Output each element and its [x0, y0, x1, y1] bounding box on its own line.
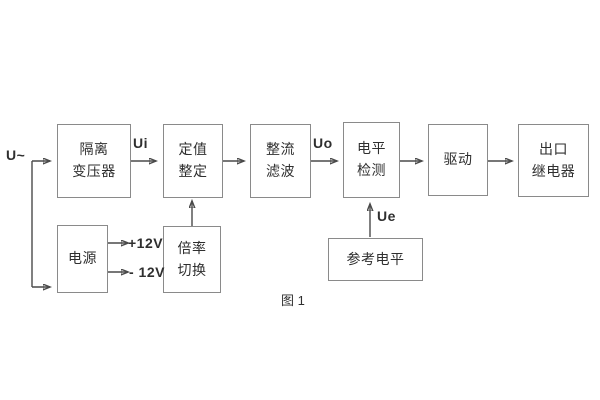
block-output-relay-line2: 继电器 [531, 162, 576, 179]
block-reference-level[interactable]: 参考电平 [328, 238, 423, 281]
block-isolation-transformer-line2: 变压器 [72, 163, 116, 179]
block-multiplier-switch[interactable]: 倍率 切换 [163, 226, 221, 293]
block-isolation-transformer[interactable]: 隔离 变压器 [57, 124, 131, 198]
label-rail-positive: +12V [128, 235, 164, 251]
block-driver[interactable]: 驱动 [428, 124, 488, 196]
block-level-detection-line1: 电平 [357, 140, 386, 157]
block-rectifier-filter-line1: 整流 [266, 141, 295, 158]
block-isolation-transformer-line1: 隔离 [79, 141, 109, 158]
block-reference-level-line1: 参考电平 [346, 250, 405, 267]
block-power-supply[interactable]: 电源 [57, 225, 108, 293]
figure-caption: 图 1 [281, 293, 305, 308]
label-ue: Ue [377, 208, 396, 224]
label-rail-negative: - 12V [129, 264, 165, 280]
label-uo: Uo [313, 135, 333, 151]
label-input-voltage: U~ [6, 147, 26, 163]
block-setting-value-line1: 定值 [178, 141, 208, 158]
block-multiplier-switch-line2: 切换 [177, 261, 207, 278]
block-level-detection[interactable]: 电平 检测 [343, 122, 400, 198]
block-multiplier-switch-line1: 倍率 [177, 239, 207, 256]
wire-input-bus [31, 161, 50, 287]
block-rectifier-filter-line2: 滤波 [266, 163, 295, 179]
block-rectifier-filter[interactable]: 整流 滤波 [250, 124, 311, 198]
block-output-relay[interactable]: 出口 继电器 [518, 124, 589, 197]
label-ui: Ui [133, 135, 148, 151]
block-level-detection-line2: 检测 [357, 162, 386, 178]
block-output-relay-line1: 出口 [539, 140, 568, 157]
block-setting-value-line2: 整定 [178, 163, 208, 179]
block-power-supply-line1: 电源 [68, 250, 97, 267]
block-driver-line1: 驱动 [443, 151, 473, 168]
block-setting-value[interactable]: 定值 整定 [163, 124, 223, 198]
